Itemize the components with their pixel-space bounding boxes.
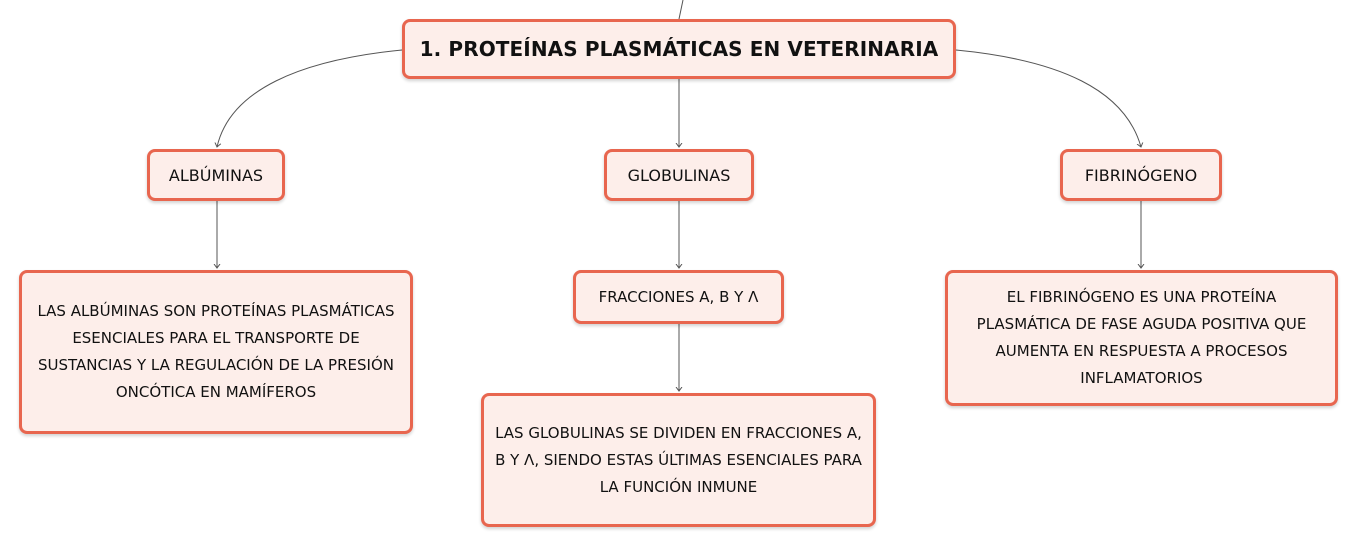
topic-globulinas[interactable]: GLOBULINAS <box>604 149 754 201</box>
albuminas-description-text: LAS ALBÚMINAS SON PROTEÍNAS PLASMÁTICAS … <box>37 302 395 401</box>
topic-globulinas-label: GLOBULINAS <box>627 165 731 185</box>
topic-albuminas[interactable]: ALBÚMINAS <box>147 149 285 201</box>
globulinas-description-node[interactable]: LAS GLOBULINAS SE DIVIDEN EN FRACCIONES … <box>481 393 876 527</box>
topic-fibrinogeno-label: FIBRINÓGENO <box>1084 165 1198 185</box>
albuminas-description-node[interactable]: LAS ALBÚMINAS SON PROTEÍNAS PLASMÁTICAS … <box>19 270 413 434</box>
connector-root-fibrinogeno <box>955 49 1141 147</box>
globulinas-fracciones-node[interactable]: FRACCIONES Α, Β Y Λ <box>573 270 784 324</box>
connector-root-albuminas <box>217 49 403 147</box>
connector-incoming <box>678 0 684 20</box>
fibrinogeno-description-text: EL FIBRINÓGENO ES UNA PROTEÍNA PLASMÁTIC… <box>976 288 1307 387</box>
root-topic-label: 1. PROTEÍNAS PLASMÁTICAS EN VETERINARIA <box>419 37 939 61</box>
fracciones-label: FRACCIONES Α, Β Y Λ <box>598 287 759 306</box>
fibrinogeno-description-node[interactable]: EL FIBRINÓGENO ES UNA PROTEÍNA PLASMÁTIC… <box>945 270 1338 406</box>
globulinas-description-text: LAS GLOBULINAS SE DIVIDEN EN FRACCIONES … <box>495 423 862 496</box>
topic-fibrinogeno[interactable]: FIBRINÓGENO <box>1060 149 1222 201</box>
root-topic-node[interactable]: 1. PROTEÍNAS PLASMÁTICAS EN VETERINARIA <box>402 19 956 79</box>
topic-albuminas-label: ALBÚMINAS <box>168 165 264 185</box>
